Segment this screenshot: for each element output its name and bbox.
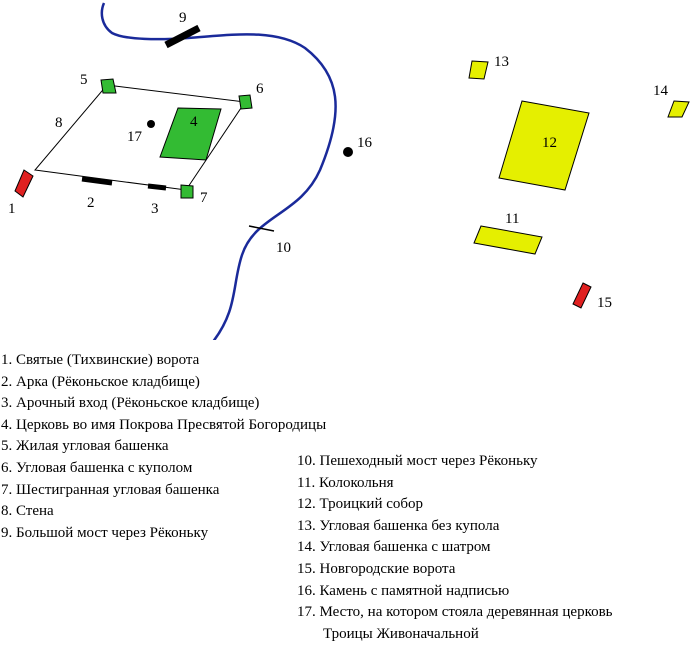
legend-item-number: 16. [297,582,316,599]
legend-item-number: 9. [1,524,13,541]
legend-item-text: Святые (Тихвинские) ворота [16,352,200,368]
legend-item-number: 4. [1,416,13,433]
site-map: 1 2 3 4 5 6 7 8 9 10 11 12 13 14 15 16 1… [8,2,690,340]
legend-item: 11. Колокольня [297,473,613,495]
hexagonal-corner-tower [180,184,194,199]
legend-item: 5. Жилая угловая башенка [1,436,326,458]
legend-item-text: Угловая башенка с куполом [16,459,193,476]
label-8: 8 [55,115,63,131]
footbridge [248,225,275,232]
corner-tower-without-dome [468,60,489,80]
legend-item-number: 5. [1,438,13,455]
legend-item-number: 8. [1,503,13,520]
legend-item-number: 10. [297,453,316,469]
legend-item: 7. Шестигранная угловая башенка [1,480,326,502]
bell-tower [473,225,543,255]
legend-item-number: 7. [1,481,13,498]
label-16: 16 [357,135,373,151]
legend-item-number: 11. [297,474,316,491]
living-corner-tower [100,78,117,94]
legend-item-number: 3. [1,395,13,412]
pokrov-church [159,107,222,161]
label-12: 12 [542,135,557,151]
label-3: 3 [151,201,159,217]
legend-item-number: 17. [297,604,316,621]
label-1: 1 [8,201,16,217]
legend-item: 3. Арочный вход (Рёконьское кладбище) [1,393,326,415]
legend-item: 15. Новгородские ворота [297,559,613,581]
arch [81,176,113,186]
holy-tikhvin-gates [14,169,34,198]
memorial-stone-marker [343,147,353,157]
legend-item: 6. Угловая башенка с куполом [1,458,326,480]
legend-item: 4. Церковь во имя Покрова Пресвятой Бого… [1,415,326,437]
legend-item-text: Угловая башенка с шатром [319,539,491,556]
legend-item-number: 12. [297,496,316,513]
label-17: 17 [127,129,143,145]
legend-item: 1. Святые (Тихвинские) ворота [1,350,326,372]
big-bridge [164,24,201,49]
label-7: 7 [200,190,208,206]
legend-item-text: Новгородские ворота [319,560,456,577]
domed-corner-tower [238,94,253,110]
legend-item: 8. Стена [1,501,326,523]
legend-item-text: Колокольня [318,474,394,491]
legend-item-text: Большой мост через Рёконьку [16,524,209,541]
legend-item: 13. Угловая башенка без купола [297,516,613,538]
legend-item-text: Арка (Рёконьское кладбище) [16,373,200,390]
wooden-church-site-marker [147,120,155,128]
legend-item-text: Место, на котором стояла деревянная церк… [319,604,613,621]
label-4: 4 [190,114,198,130]
label-9: 9 [179,10,187,26]
legend-item-number: 15. [297,560,316,577]
legend-item: 12. Троицкий собор [297,494,613,516]
label-2: 2 [87,195,95,211]
legend-item-text: Угловая башенка без купола [319,517,500,534]
label-10: 10 [276,240,291,256]
label-11: 11 [505,211,519,227]
legend-item: 16. Камень с памятной надписью [297,581,613,603]
trinity-cathedral [498,100,590,191]
corner-tower-with-tent-roof [667,100,690,118]
legend-item-text: Шестигранная угловая башенка [16,481,220,498]
legend-item: 14. Угловая башенка с шатром [297,537,613,559]
legend-item-text: Пешеходный мост через Рёконьку [319,453,538,469]
legend-item-text: Камень с памятной надписью [319,582,510,599]
legend-item-number: 2. [1,373,13,390]
legend-item-text: Троицкий собор [319,496,424,513]
arched-entrance [147,183,167,191]
legend-item: 10. Пешеходный мост через Рёконьку [297,451,613,473]
label-15: 15 [597,295,612,311]
legend-item-number: 6. [1,459,13,476]
label-5: 5 [80,72,88,88]
label-6: 6 [256,81,264,97]
legend-item-text: Стена [16,503,54,520]
legend-item-number: 14. [297,539,316,556]
novgorod-gates [572,282,592,309]
legend-item: 2. Арка (Рёконьское кладбище) [1,372,326,394]
label-14: 14 [653,83,669,99]
legend-item: 9. Большой мост через Рёконьку [1,523,326,545]
label-13: 13 [494,54,509,70]
legend-item-number: 13. [297,517,316,534]
legend-item-text: Жилая угловая башенка [16,438,169,455]
legend-item-text: Церковь во имя Покрова Пресвятой Богород… [16,416,327,433]
legend-item-number: 1. [1,352,13,368]
river-rekonka [100,2,337,340]
legend-item-text-continued: Троицы Живоначальной [323,625,479,642]
legend-item-text: Арочный вход (Рёконьское кладбище) [16,395,260,412]
legend-item: 17. Место, на котором стояла деревянная … [297,602,613,645]
